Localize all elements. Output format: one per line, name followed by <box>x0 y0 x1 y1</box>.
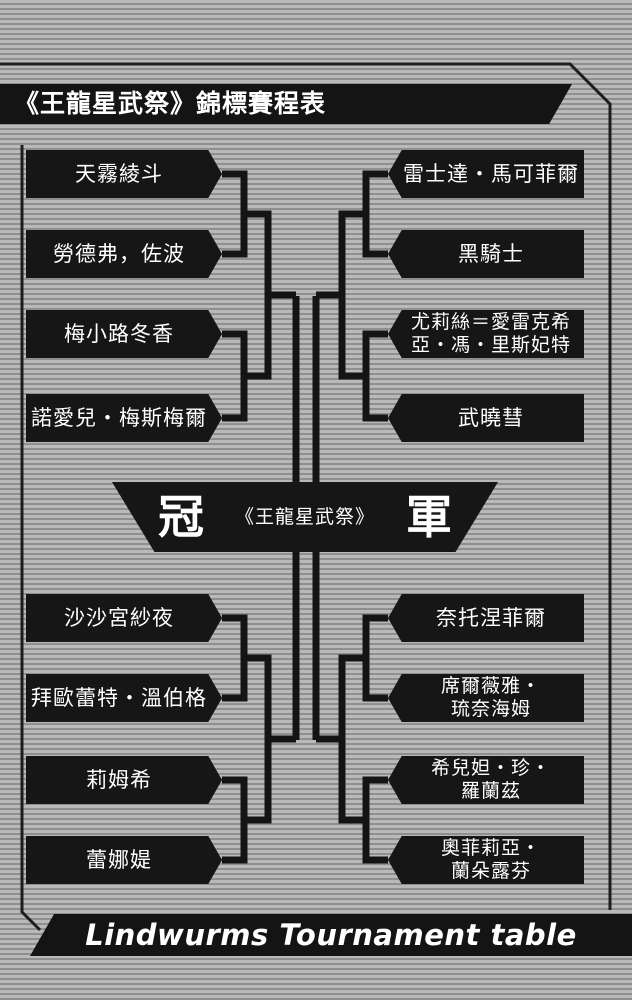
champion-banner: 冠 《王龍星武祭》 軍 <box>112 482 498 552</box>
entry-bottom-left-4: 蕾娜媞 <box>26 836 222 884</box>
footer-title: Lindwurms Tournament table <box>30 914 632 956</box>
champion-char-right: 軍 <box>406 490 452 544</box>
entry-top-right-3: 尤莉絲＝愛雷克希 亞・馮・里斯妃特 <box>388 310 584 358</box>
entry-bottom-right-3: 希兒妲・珍・ 羅蘭茲 <box>388 756 584 804</box>
bracket-bottom-left-pair-1 <box>222 614 248 702</box>
entry-top-right-1: 雷士達・馬可菲爾 <box>388 150 584 198</box>
entry-bottom-right-4: 奧菲莉亞・ 蘭朵露芬 <box>388 836 584 884</box>
frame-outline-top <box>0 62 612 910</box>
frame-outline-left <box>20 145 42 932</box>
bracket-bottom-right-pair-1 <box>362 614 388 702</box>
entry-top-right-2: 黑騎士 <box>388 230 584 278</box>
bracket-bottom-right-semi <box>338 654 366 824</box>
bracket-bottom-left-pair-2 <box>222 776 248 864</box>
entry-bottom-left-2: 拜歐蕾特・溫伯格 <box>26 674 222 722</box>
bracket-top-right-pair-1 <box>362 170 388 258</box>
entry-top-left-4: 諾愛兒・梅斯梅爾 <box>26 394 222 442</box>
entry-bottom-right-2: 席爾薇雅・ 琉奈海姆 <box>388 674 584 722</box>
entry-top-right-4: 武曉彗 <box>388 394 584 442</box>
entry-bottom-left-1: 沙沙宮紗夜 <box>26 594 222 642</box>
bracket-top-left-semi <box>244 210 272 380</box>
entry-top-left-1: 天霧綾斗 <box>26 150 222 198</box>
entry-top-left-3: 梅小路冬香 <box>26 310 222 358</box>
bracket-bottom-right-pair-2 <box>362 776 388 864</box>
entry-bottom-right-1: 奈托涅菲爾 <box>388 594 584 642</box>
champion-event-name: 《王龍星武祭》 <box>234 506 375 528</box>
entry-top-left-2: 勞德弗，佐波 <box>26 230 222 278</box>
bracket-bottom-left-semi <box>244 654 272 824</box>
bracket-top-left-pair-1 <box>222 170 248 258</box>
bracket-top-right-pair-2 <box>362 330 388 422</box>
entry-bottom-left-3: 莉姆希 <box>26 756 222 804</box>
page-title: 《王龍星武祭》錦標賽程表 <box>0 84 572 124</box>
bracket-top-right-semi <box>338 210 366 380</box>
bracket-top-left-pair-2 <box>222 330 248 422</box>
champion-char-left: 冠 <box>158 490 204 544</box>
